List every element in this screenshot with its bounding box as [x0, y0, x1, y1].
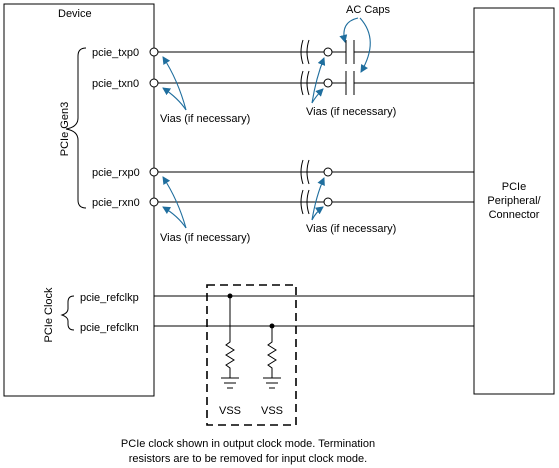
refclkp-termination-resistor: [225, 296, 235, 378]
vss-label-n: VSS: [261, 405, 283, 417]
peripheral-box: [473, 7, 555, 395]
rxp0-pin-via: [149, 167, 159, 177]
pin-label-rxn0: pcie_rxn0: [92, 197, 140, 209]
peripheral-label-line1: PCIe: [502, 181, 526, 193]
rx-pin-vias-label: Vias (if necessary): [160, 232, 250, 244]
device-box: [3, 3, 155, 397]
device-label: Device: [58, 8, 92, 20]
txp0-line-via: [323, 47, 333, 57]
rx-line-vias-arrow-n: [311, 206, 324, 221]
pcie-gen3-label: PCIe Gen3: [59, 102, 71, 156]
rxp0-line-via: [323, 167, 333, 177]
tx-line-vias-label: Vias (if necessary): [306, 106, 396, 118]
peripheral-label-line3: Connector: [489, 209, 540, 221]
peripheral-label-line2: Peripheral/: [487, 195, 541, 207]
refclkp-ground-icon: [221, 377, 239, 389]
rxn0-line-via: [323, 197, 333, 207]
tx-vias-arrow-p: [162, 56, 187, 111]
clock-brace: [60, 295, 75, 331]
ac-caps-arrow-p: [339, 17, 359, 43]
pin-label-rxp0: pcie_rxp0: [92, 167, 140, 179]
tx-pin-vias-label: Vias (if necessary): [160, 113, 250, 125]
tx-line-vias-arrow-p: [311, 57, 326, 104]
ac-caps-label: AC Caps: [346, 4, 391, 16]
pin-label-refclkp: pcie_refclkp: [80, 292, 139, 304]
pin-label-txp0: pcie_txp0: [92, 47, 139, 59]
rx-line-vias-arrow-p: [311, 177, 325, 221]
txn0-pin-via: [149, 78, 159, 88]
txn0-ac-cap: [345, 71, 355, 95]
rxn0-pin-via: [149, 197, 159, 207]
rx-line-vias-label: Vias (if necessary): [306, 223, 396, 235]
pcie-clock-label: PCIe Clock: [43, 287, 55, 343]
refclkn-ground-icon: [263, 377, 281, 389]
footnote-line2: resistors are to be removed for input cl…: [129, 453, 367, 465]
txp0-ac-cap: [345, 40, 355, 64]
gen3-brace: [65, 47, 87, 209]
vss-label-p: VSS: [219, 405, 241, 417]
txn0-line-via: [323, 78, 333, 88]
tx-line-vias-arrow-n: [311, 88, 324, 104]
rx-vias-arrow-p: [162, 176, 187, 229]
termination-dashed-box: [206, 284, 297, 426]
tx-vias-arrow-n: [162, 87, 187, 111]
ac-caps-arrow-n: [359, 17, 371, 73]
rx-vias-arrow-n: [162, 206, 187, 229]
footnote-line1: PCIe clock shown in output clock mode. T…: [121, 438, 375, 450]
pin-label-refclkn: pcie_refclkn: [80, 322, 139, 334]
refclkn-termination-resistor: [267, 326, 277, 378]
txp0-pin-via: [149, 47, 159, 57]
pin-label-txn0: pcie_txn0: [92, 78, 139, 90]
